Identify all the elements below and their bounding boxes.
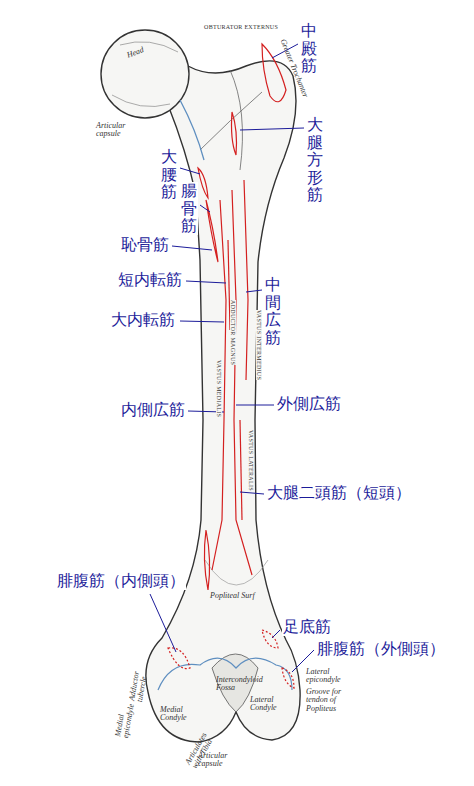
muscle-label: 足底筋 — [282, 618, 332, 636]
muscle-label: 腓腹筋（外側頭） — [316, 640, 446, 658]
muscle-label: 大腰筋 — [160, 148, 178, 201]
attachment-line — [244, 180, 248, 380]
muscle-label: 外側広筋 — [276, 395, 342, 413]
part-name: Intercondyloid Fossa — [216, 676, 256, 693]
part-name: Articular capsule — [198, 752, 238, 769]
attachment-line — [262, 630, 278, 648]
intertrochanteric-crest — [200, 70, 262, 170]
part-name: Lateral epicondyle — [306, 668, 342, 685]
capsule-line — [180, 100, 204, 160]
femoral-head — [101, 30, 189, 118]
muscle-label: 内側広筋 — [120, 401, 186, 419]
muscle-label: 腓腹筋（内側頭） — [56, 572, 186, 590]
muscle-label: 大腿二頭筋（短頭） — [266, 484, 412, 502]
part-name: Medial Condyle — [160, 706, 200, 723]
part-name: Groove for tendon of Popliteus — [306, 688, 358, 713]
part-name: VASTUS INTERMEDIUS — [256, 310, 262, 380]
attachment-line — [232, 190, 252, 575]
muscle-attachments — [168, 44, 294, 688]
attachment-line — [240, 420, 242, 520]
part-name: OBTURATOR EXTERNUS — [204, 24, 278, 30]
muscle-label: 腸骨筋 — [180, 182, 198, 235]
leader-line — [200, 205, 210, 212]
muscle-label: 短内転筋 — [117, 271, 183, 289]
muscle-label: 中殿筋 — [300, 22, 318, 75]
part-name: Medial epicondyle — [114, 697, 137, 739]
part-name: VASTUS MEDIALIS — [216, 360, 222, 417]
muscle-label: 中間広筋 — [264, 276, 282, 346]
leader-line — [180, 321, 224, 322]
attachment-line — [198, 168, 208, 198]
part-name: Articular capsule — [96, 122, 136, 139]
attachment-line — [206, 200, 218, 262]
leader-line — [180, 168, 200, 174]
leader-line — [272, 630, 280, 638]
attachment-line — [232, 112, 237, 155]
part-name: VASTUS LATERALIS — [248, 430, 254, 491]
part-name: Popliteal Surf — [210, 592, 255, 600]
part-name: Lateral Condyle — [250, 696, 290, 713]
leader-line — [240, 492, 264, 494]
leader-line — [186, 281, 226, 283]
head-shading — [112, 42, 178, 107]
part-name: Adductor tubercle — [128, 661, 151, 703]
attachment-line — [168, 648, 190, 669]
leader-line — [246, 290, 262, 292]
part-name: ADDUCTOR MAGNUS — [230, 300, 236, 365]
muscle-label: 恥骨筋 — [120, 236, 170, 254]
leader-line — [172, 246, 212, 250]
muscle-label: 大内転筋 — [110, 311, 176, 329]
leader-line — [240, 128, 304, 130]
leader-line — [150, 594, 176, 652]
muscle-label: 大腿方形筋 — [306, 116, 324, 204]
leader-line — [236, 405, 274, 406]
attachment-line — [282, 668, 294, 688]
attachment-line — [204, 530, 209, 590]
attachment-line — [212, 200, 226, 570]
popliteal-surface — [205, 560, 268, 585]
